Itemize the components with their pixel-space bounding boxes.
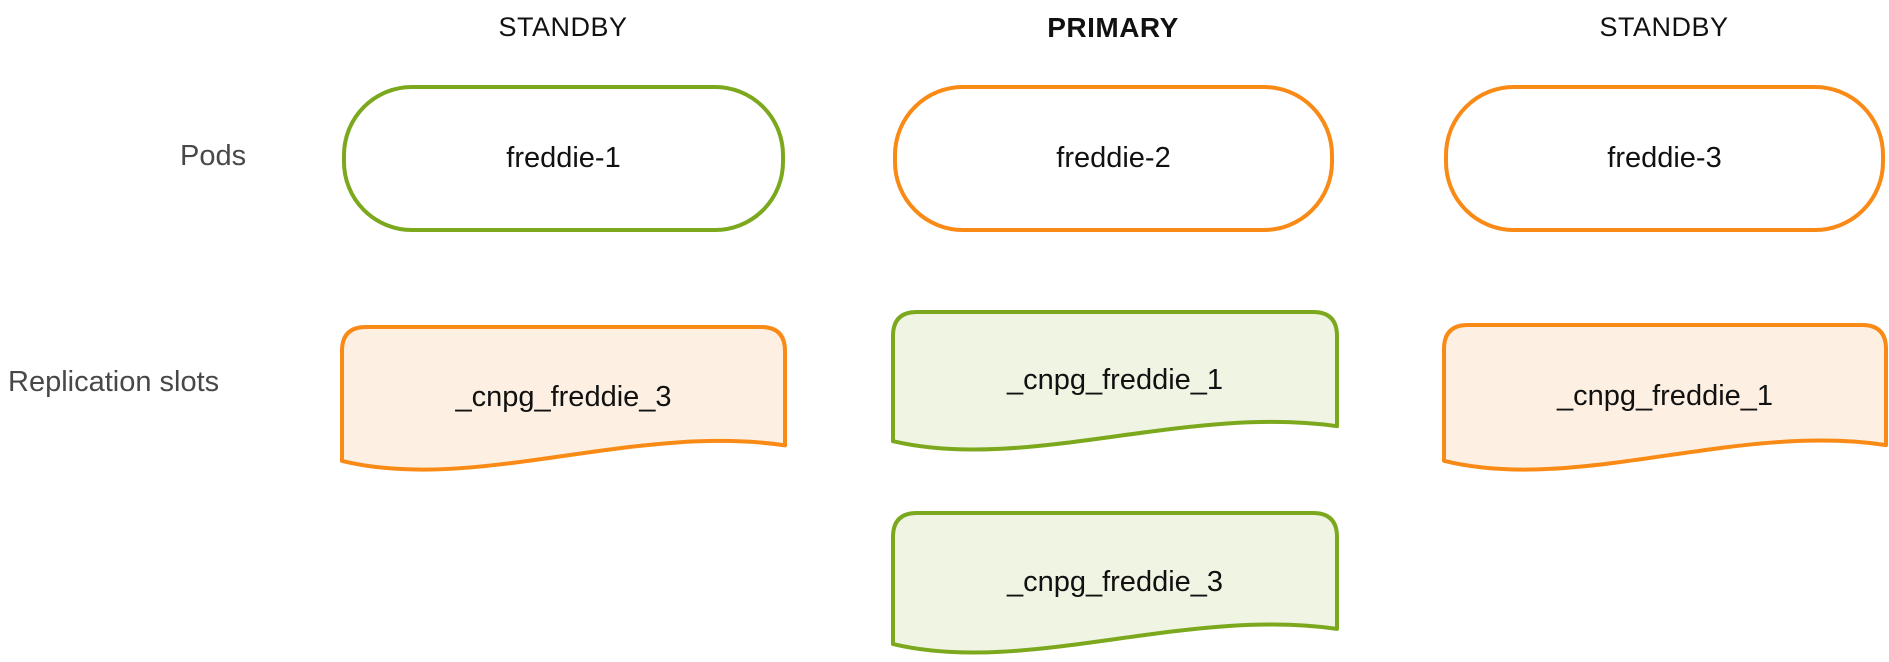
row-label-replication-slots: Replication slots (8, 366, 220, 398)
pod-node-freddie-1: freddie-1 (342, 85, 785, 232)
column-role-label-primary: PRIMARY (1047, 12, 1179, 43)
column-role-label-standby-1: STANDBY (498, 12, 628, 42)
document-shape (891, 310, 1339, 452)
document-shape (340, 325, 787, 472)
pod-node-freddie-3: freddie-3 (1444, 85, 1885, 232)
replication-slot-node: _cnpg_freddie_3 (340, 325, 787, 472)
replication-slot-node: _cnpg_freddie_3 (891, 511, 1339, 655)
document-shape (1442, 323, 1888, 472)
pod-node-freddie-2: freddie-2 (893, 85, 1334, 232)
slot-name-label: _cnpg_freddie_1 (1556, 380, 1774, 412)
replication-slot-node: _cnpg_freddie_1 (1442, 323, 1888, 472)
slot-name-label: _cnpg_freddie_3 (1006, 565, 1224, 598)
row-label-pods: Pods (180, 140, 247, 172)
slot-name-label: _cnpg_freddie_1 (1006, 363, 1224, 396)
pod-name-label: freddie-2 (1056, 142, 1171, 174)
slot-name-label: _cnpg_freddie_3 (455, 381, 672, 413)
pod-name-label: freddie-1 (506, 142, 621, 174)
document-shape (891, 511, 1339, 655)
column-role-label-standby-2: STANDBY (1599, 12, 1729, 42)
pod-name-label: freddie-3 (1607, 142, 1722, 174)
replication-slot-node: _cnpg_freddie_1 (891, 310, 1339, 452)
